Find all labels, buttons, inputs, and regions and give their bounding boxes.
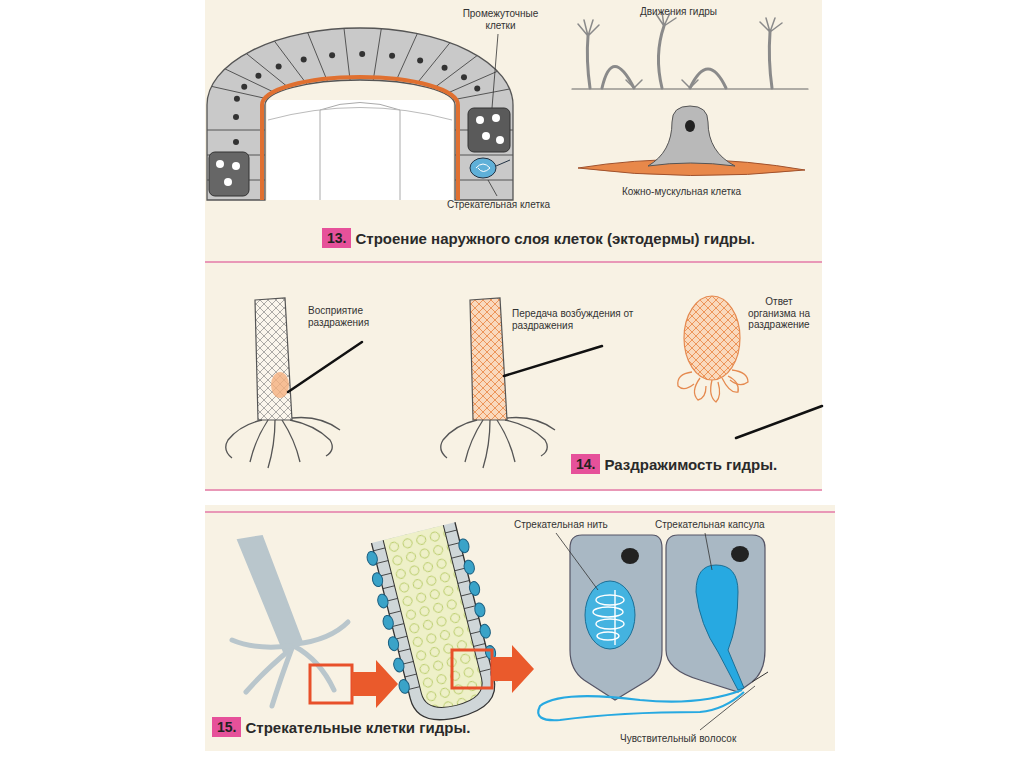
caption-text: Строение наружного слоя клеток (эктодерм… xyxy=(355,230,754,247)
hydra-movements xyxy=(572,12,808,89)
tentacle-section xyxy=(364,520,509,729)
cell-wall xyxy=(458,580,470,583)
cnidocyte xyxy=(382,614,395,630)
nucleus xyxy=(233,114,239,120)
part-label: Кожно-мускульная клетка xyxy=(622,186,741,198)
cell-wall xyxy=(308,33,328,82)
cell-wall xyxy=(389,611,401,614)
zoom-box xyxy=(310,665,352,703)
part-label: Стрекательная капсула xyxy=(655,519,765,531)
ectoderm-section xyxy=(207,28,513,200)
cnidocyte xyxy=(479,623,492,639)
nucleus xyxy=(241,84,247,90)
cell-wall xyxy=(445,71,497,94)
hydra-silhouette xyxy=(232,536,348,706)
cell-wall xyxy=(225,69,276,93)
cnidocyte xyxy=(392,657,405,673)
cell-wall xyxy=(212,86,268,99)
needle xyxy=(504,346,602,376)
cell-wall xyxy=(464,606,476,609)
cell-wall xyxy=(396,34,418,82)
cell-wall xyxy=(453,89,510,100)
nucleus xyxy=(255,73,261,79)
hydra-response xyxy=(678,296,822,438)
separator xyxy=(205,511,835,513)
part-label: Ответ организма на раздражение xyxy=(742,296,816,331)
figure-number: 14. xyxy=(571,454,600,474)
nucleus xyxy=(474,85,480,91)
nucleus xyxy=(417,57,423,63)
cell-wall xyxy=(377,561,389,564)
separator xyxy=(205,489,822,491)
cnidocyte xyxy=(376,593,389,609)
cnidocyte xyxy=(463,559,476,575)
cell-wall xyxy=(274,41,306,84)
cnidocyte xyxy=(398,678,411,694)
zoom-box xyxy=(452,650,492,688)
cnidocyte xyxy=(371,572,384,588)
cnidocyte xyxy=(387,636,400,652)
cnidocyte xyxy=(468,580,481,596)
cell-wall xyxy=(455,155,513,156)
caption-text: Раздражимость гидры. xyxy=(604,456,777,473)
cell-wall xyxy=(395,636,407,639)
figure-number: 15. xyxy=(212,717,241,737)
cell-wall xyxy=(416,43,450,85)
nucleus xyxy=(359,51,365,57)
figure-caption: 15.Стрекательные клетки гидры. xyxy=(212,716,483,738)
nucleus xyxy=(389,53,395,59)
panel-ground xyxy=(205,505,835,751)
cnidocyte xyxy=(457,538,470,554)
cell-wall xyxy=(467,618,479,621)
cnidocyte-cells xyxy=(538,533,768,730)
nucleus xyxy=(442,65,448,71)
part-label: Восприятие раздражения xyxy=(308,305,388,328)
figure-caption: 13.Строение наружного слоя клеток (эктод… xyxy=(322,227,767,249)
cell-wall xyxy=(246,53,289,88)
part-label: Чувствительный волосок xyxy=(620,733,736,745)
cell-wall xyxy=(373,29,381,80)
panel-ground xyxy=(205,0,822,491)
skin-muscle-cell xyxy=(578,106,805,176)
zoom-arrow xyxy=(492,645,534,693)
cell-wall xyxy=(480,669,492,672)
part-label: Стрекательная нить xyxy=(514,519,608,531)
cell-wall xyxy=(207,130,265,131)
cnidocyte xyxy=(473,602,486,618)
zoom-arrow xyxy=(352,660,398,708)
figure-number: 13. xyxy=(322,228,351,248)
separator xyxy=(205,261,822,263)
cnidocyte xyxy=(366,550,379,566)
cell-wall xyxy=(344,28,350,80)
cell-wall xyxy=(461,593,473,596)
nucleus xyxy=(301,57,307,63)
cell-wall xyxy=(373,548,385,551)
cell-wall xyxy=(405,674,417,677)
cell-wall xyxy=(399,649,411,652)
part-label: Передача возбуждения от раздражения xyxy=(512,308,642,331)
part-label: Промежуточные клетки xyxy=(458,8,543,31)
nucleus xyxy=(233,139,239,145)
cell-wall xyxy=(455,180,513,181)
nucleus xyxy=(234,96,240,102)
part-label: Движения гидры xyxy=(640,6,717,18)
cell-wall xyxy=(383,586,395,589)
part-label: Стрекательная клетка xyxy=(447,199,550,211)
nucleus xyxy=(461,74,467,80)
nucleus xyxy=(329,52,335,58)
figure-caption: 14.Раздражимость гидры. xyxy=(571,453,790,475)
cell-wall xyxy=(445,530,457,533)
cell-wall xyxy=(433,56,477,89)
caption-text: Стрекательные клетки гидры. xyxy=(245,719,470,736)
cell-wall xyxy=(452,555,464,558)
nucleus xyxy=(276,64,282,70)
cell-wall xyxy=(474,644,486,647)
cell-wall xyxy=(392,624,404,627)
